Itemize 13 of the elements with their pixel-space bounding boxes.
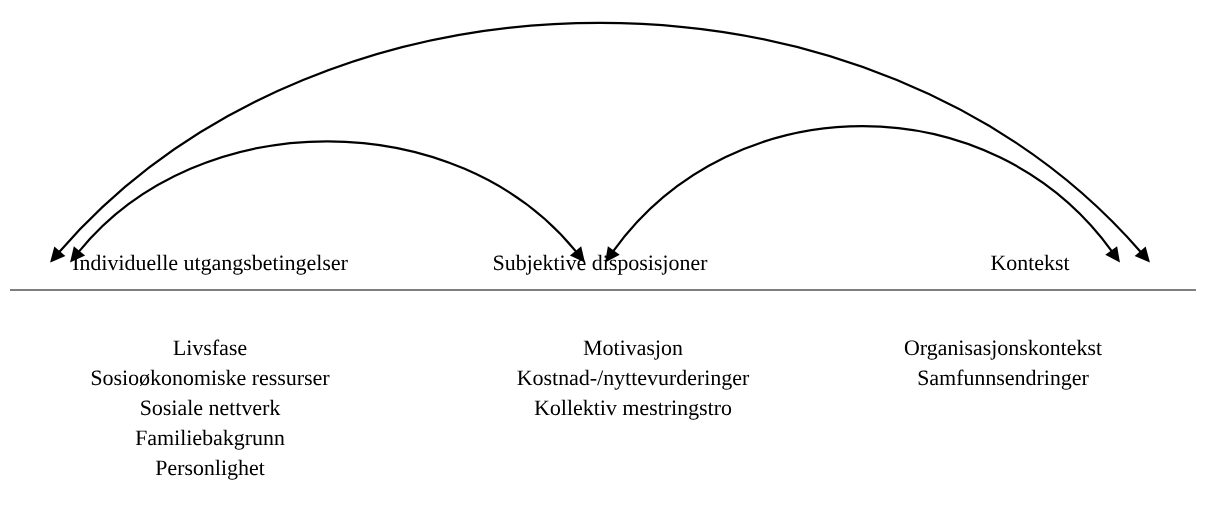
list-item: Motivasjon xyxy=(583,340,683,360)
list-item: Personlighet xyxy=(155,459,265,480)
list-item: Organisasjonskontekst xyxy=(904,339,1102,360)
list-item: Familiebakgrunn xyxy=(135,429,285,450)
list-item: Sosiale nettverk xyxy=(141,399,281,416)
list-item: Samfunnsendringer xyxy=(918,369,1089,390)
list-item: Kostnad-/nyttevurderinger xyxy=(517,369,750,390)
list-item: Sosioøkonomiske ressurser xyxy=(91,369,330,386)
list-item: Kollektiv mestringstro xyxy=(534,399,732,420)
heading-text: Individuelle utgangsbetingelser xyxy=(72,254,348,275)
heading-text: Subjektive disposisjoner xyxy=(494,254,708,275)
heading-text: Kontekst xyxy=(991,254,1070,271)
list-item: Livsfase xyxy=(173,339,247,356)
